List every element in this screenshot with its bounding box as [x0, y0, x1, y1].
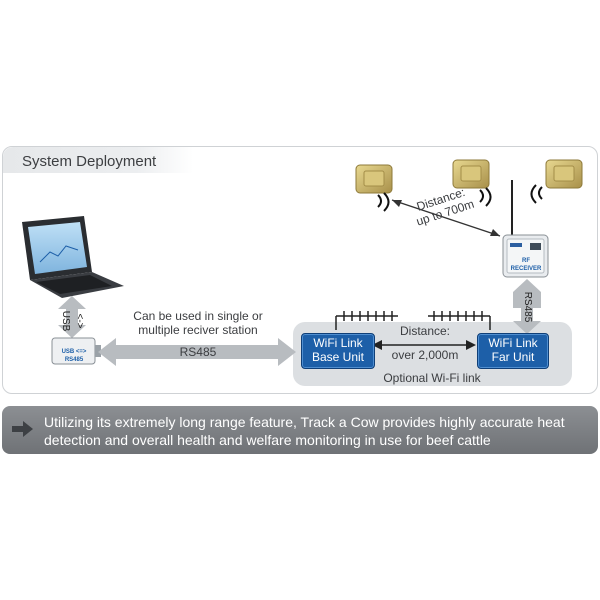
wifi-distance-line1: Distance:	[399, 324, 451, 338]
panel-title: System Deployment	[22, 153, 157, 170]
rf-distance-arrow	[391, 199, 501, 237]
arrow-right-icon	[12, 421, 33, 437]
info-banner-text: Utilizing its extremely long range featu…	[44, 414, 565, 448]
rs485-horizontal-arrow	[98, 338, 296, 366]
ear-tag-1	[355, 164, 393, 194]
usb-cable-label: <-> USB	[60, 310, 85, 332]
wifi-base-unit: WiFi Link Base Unit	[301, 333, 375, 369]
ear-tag-3	[545, 159, 583, 189]
title-tab	[3, 147, 193, 173]
laptop-icon	[22, 216, 124, 298]
receiver-label: RF RECEIVER	[510, 258, 542, 272]
wifi-base-line1: WiFi Link	[313, 336, 363, 350]
rs485-link-label: RS485	[179, 345, 217, 359]
converter-label: USB <=> RS485	[61, 349, 87, 363]
info-banner	[2, 406, 598, 454]
radio-waves-icon	[377, 184, 543, 212]
wifi-distance-label: Distance: over 2,000m	[384, 324, 466, 362]
wifi-far-unit: WiFi Link Far Unit	[477, 333, 549, 369]
single-multi-line2: multiple reciver station	[138, 323, 258, 337]
usb-rs485-converter	[51, 337, 101, 365]
usb-vertical-arrow	[58, 296, 86, 338]
rs485-vertical-label: RS485	[522, 291, 533, 323]
wifi-distance-line2: over 2,000m	[391, 348, 459, 362]
yagi-antenna-right-icon	[428, 311, 491, 330]
yagi-antenna-left-icon	[335, 311, 398, 330]
wifi-far-line1: WiFi Link	[488, 336, 538, 350]
single-multi-line1: Can be used in single or	[133, 309, 263, 323]
optional-wifi-label: Optional Wi-Fi link	[383, 371, 481, 385]
rf-receiver	[502, 180, 549, 278]
ear-tag-2	[452, 159, 490, 189]
wifi-distance-arrow	[372, 340, 476, 350]
wifi-far-line2: Far Unit	[491, 350, 535, 364]
wifi-base-line2: Base Unit	[311, 350, 365, 364]
single-multi-station-label: Can be used in single or multiple recive…	[118, 309, 278, 337]
rs485-vertical-arrow	[513, 279, 541, 334]
